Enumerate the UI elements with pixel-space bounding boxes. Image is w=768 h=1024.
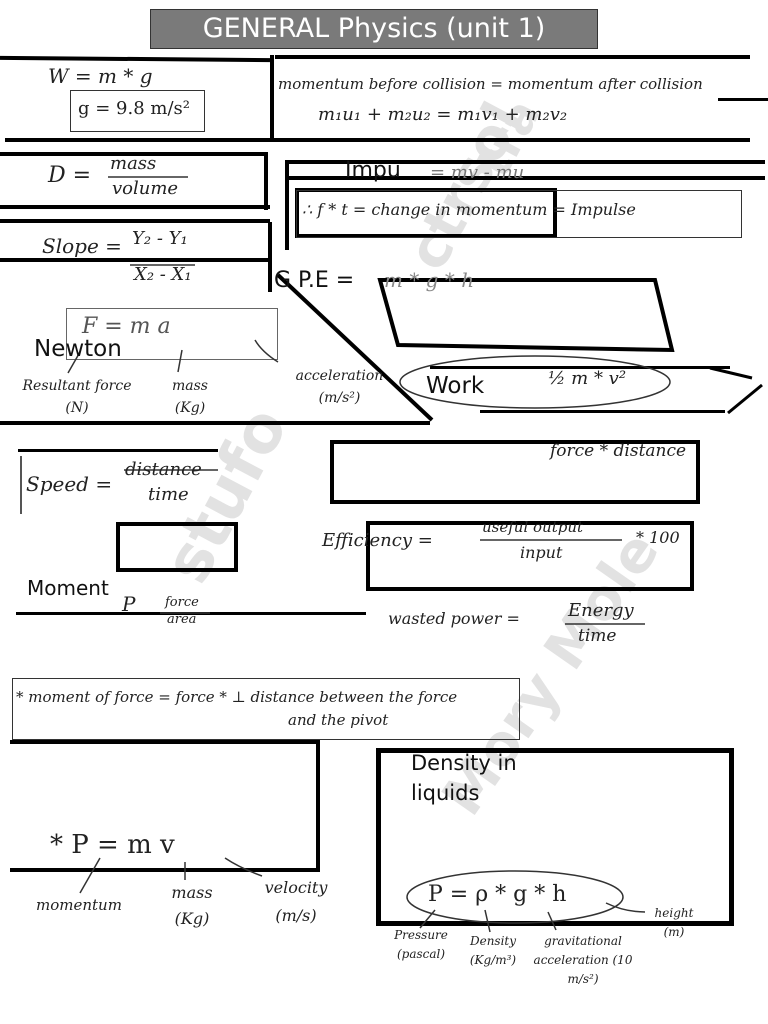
velocity-label: velocity (m/s) [264,878,328,925]
slope-numerator: Y₂ - Y₁ [132,228,188,249]
note-box [296,190,742,238]
divider-line [0,205,270,209]
height-label: height (m) [654,906,694,939]
efficiency-lhs: Efficiency = [322,530,433,551]
gpe-heading: G P.E = [274,268,355,293]
divider-line [275,55,750,59]
divider-line [0,258,270,262]
pressure-denominator: area [167,612,197,627]
blank-box [116,522,238,572]
pressure-numerator: force [165,595,199,610]
divider-line [10,740,318,744]
power-denominator: time [578,626,617,646]
kinetic-energy-formula: ½ m * v² [548,368,627,389]
density-lhs: D = [48,163,92,188]
divider-line [285,176,765,180]
divider-line [18,449,218,452]
slope-lhs: Slope = [42,234,122,258]
impulse-heading: Impu [345,158,401,183]
moment-heading: Moment [27,576,109,600]
power-numerator: Energy [568,600,634,621]
gravity-value: g = 9.8 m/s² [78,98,190,119]
divider-line [285,160,289,250]
efficiency-suffix: * 100 [636,528,680,547]
divider-line [0,152,268,156]
mass-label: mass (Kg) [171,883,213,928]
speed-numerator: distance [125,459,202,480]
blank-box [376,748,734,926]
pressure-label: Pressure (pascal) [394,928,448,961]
density-denominator: volume [112,178,179,199]
divider-line [316,740,320,870]
blank-box [366,521,694,591]
moment-of-force-line2: and the pivot [288,711,389,729]
momentum-conservation-formula: m₁u₁ + m₂u₂ = m₁v₁ + m₂v₂ [318,104,568,125]
slope-denominator: X₂ - X₁ [134,264,192,285]
newton-label-force: Resultant force (N) [22,378,132,416]
divider-line [270,138,750,142]
gravitational-acceleration-label: gravitational acceleration (10 m/s²) [533,934,633,986]
divider-line [270,55,274,140]
speed-bracket [20,456,22,514]
gpe-formula: m * g * h [384,268,475,292]
impulse-formula: = mv - mu [430,162,525,183]
divider-line [718,98,768,101]
note-box [12,678,520,740]
note-box [66,308,278,360]
note-box [70,90,205,132]
weight-formula: W = m * g [48,64,153,88]
newton-heading: Newton [34,336,122,362]
divider-line [0,421,430,425]
pressure-lhs: P [122,592,136,616]
momentum-formula: * P = m v [50,830,175,860]
impulse-statement: ∴ f * t = change in momentum = Impulse [302,200,636,219]
speed-lhs: Speed = [26,472,113,496]
divider-line [264,152,268,210]
divider-line [10,868,320,872]
divider-line [285,160,765,164]
moment-of-force-line1: * moment of force = force * ⊥ distance b… [16,688,458,706]
divider-line [5,138,270,142]
divider-line [0,219,270,223]
divider-line [480,410,725,413]
pressure-liquids-heading: Density in liquids [411,751,517,805]
efficiency-denominator: input [520,543,563,562]
newton-label-mass: mass (Kg) [172,378,208,416]
efficiency-numerator: useful output [482,518,584,536]
work-formula: force * distance [550,441,687,461]
work-heading: Work [426,373,485,399]
power-lhs: wasted power = [388,609,520,628]
page-title: GENERAL Physics (unit 1) [150,9,598,49]
newton-label-acceleration: acceleration (m/s²) [295,368,384,406]
divider-line [268,222,272,292]
momentum-conservation-statement: momentum before collision = momentum aft… [278,75,703,93]
momentum-label: momentum [36,896,122,914]
density-numerator: mass [110,153,157,174]
liquid-pressure-formula: P = ρ * g * h [428,882,567,907]
speed-denominator: time [148,484,189,505]
density-label: Density (Kg/m³) [469,934,517,967]
blank-box [330,440,700,504]
divider-line [430,366,730,369]
newton-formula: F = m a [82,314,171,339]
